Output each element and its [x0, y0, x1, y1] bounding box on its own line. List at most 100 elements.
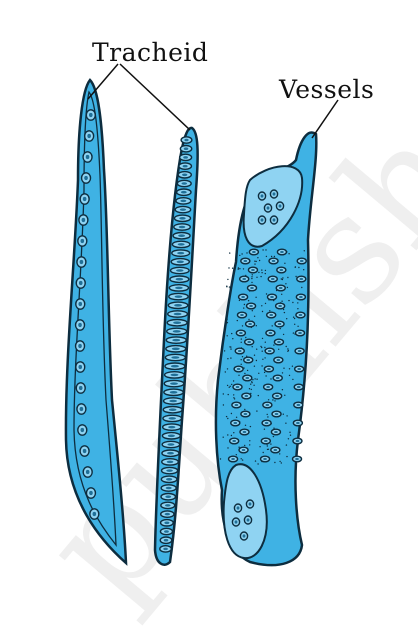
- speckle: [255, 359, 258, 362]
- speckle: [286, 415, 288, 417]
- speckle: [226, 318, 228, 320]
- speckle: [286, 318, 288, 320]
- bordered-pit-aperture: [251, 268, 255, 272]
- bordered-pit-aperture: [297, 349, 302, 353]
- speckle: [261, 272, 263, 274]
- scalariform-pit-aperture: [178, 225, 186, 229]
- scalariform-pit-aperture: [166, 478, 173, 481]
- speckle: [258, 271, 260, 274]
- bordered-pit-aperture: [240, 313, 244, 317]
- speckle: [232, 338, 234, 340]
- speckle: [222, 393, 224, 395]
- scalariform-pit-aperture: [165, 504, 171, 507]
- speckle: [226, 335, 228, 337]
- speckle: [227, 417, 229, 420]
- speckle: [262, 249, 264, 251]
- scalariform-pit-aperture: [168, 425, 176, 429]
- bordered-pit-aperture: [269, 313, 274, 317]
- tracheid-pits-left: [74, 109, 100, 520]
- speckle: [284, 262, 286, 264]
- bordered-pit-aperture: [244, 394, 249, 398]
- bordered-pit-aperture: [265, 403, 270, 407]
- speckle: [253, 354, 256, 356]
- speckle: [264, 357, 266, 359]
- speckle: [295, 275, 297, 278]
- cells-svg: [64, 63, 339, 567]
- speckle: [240, 363, 242, 365]
- speckle: [287, 350, 289, 352]
- tracheid-leader-right: [119, 63, 191, 131]
- scalariform-pit-aperture: [178, 234, 185, 237]
- speckle: [279, 327, 281, 330]
- speckle: [293, 317, 296, 320]
- pit-aperture: [89, 112, 93, 118]
- speckle: [255, 260, 257, 263]
- speckle: [281, 300, 283, 302]
- scalariform-pit-aperture: [168, 417, 176, 420]
- speckle: [281, 372, 284, 374]
- scalariform-pit-aperture: [170, 364, 179, 368]
- bordered-pit-aperture: [278, 286, 283, 290]
- scalariform-pit-aperture: [168, 408, 177, 411]
- bordered-pit-aperture: [250, 286, 254, 290]
- speckle: [282, 308, 285, 311]
- speckle: [298, 266, 300, 269]
- bordered-pit-aperture: [239, 331, 243, 335]
- bordered-pit-aperture: [298, 313, 303, 317]
- speckle: [228, 386, 230, 388]
- speckle: [225, 415, 228, 418]
- scalariform-pit-aperture: [171, 356, 180, 359]
- speckle: [264, 346, 266, 349]
- speckle: [251, 277, 253, 280]
- speckle: [258, 372, 260, 374]
- speckle: [270, 255, 273, 258]
- bordered-pit-aperture: [248, 322, 252, 326]
- speckle: [285, 444, 288, 446]
- speckle: [267, 399, 270, 401]
- speckle: [230, 348, 232, 350]
- scalariform-pit-aperture: [175, 277, 184, 281]
- speckle: [264, 341, 266, 343]
- speckle: [229, 385, 231, 387]
- speckle: [292, 332, 295, 334]
- bordered-pit-aperture: [267, 367, 271, 371]
- speckle: [237, 267, 240, 269]
- bordered-pit-aperture: [296, 385, 301, 389]
- speckle: [264, 269, 267, 272]
- bordered-pit-aperture: [236, 367, 241, 371]
- scalariform-pit-aperture: [171, 347, 180, 351]
- speckle: [251, 281, 253, 284]
- speckle: [238, 299, 241, 302]
- scalariform-pit-aperture: [167, 434, 175, 438]
- bordered-pit-aperture: [263, 457, 267, 461]
- diagram-canvas: publisher Tracheid Vessels: [10, 0, 418, 632]
- speckle: [241, 356, 244, 358]
- scalariform-pit-aperture: [177, 243, 185, 246]
- speckle: [266, 445, 268, 447]
- speckle: [244, 444, 246, 447]
- pit-aperture: [92, 511, 97, 517]
- scalariform-pit-aperture: [172, 330, 181, 333]
- vessel-element: [214, 131, 318, 567]
- speckle: [241, 253, 243, 255]
- tracheid-cell-middle: [153, 126, 199, 566]
- speckle: [235, 454, 237, 456]
- speckle: [257, 394, 259, 397]
- pit-aperture: [81, 217, 86, 223]
- speckle: [251, 381, 253, 383]
- speckle: [274, 461, 276, 464]
- speckle: [222, 404, 225, 406]
- speckle: [261, 337, 264, 340]
- bordered-pit-aperture: [268, 331, 273, 335]
- speckle: [273, 255, 276, 258]
- speckle: [264, 272, 266, 275]
- bordered-pit-aperture: [278, 304, 282, 308]
- scalariform-pit-aperture: [176, 269, 184, 272]
- speckle: [280, 462, 282, 464]
- scalariform-pit-aperture: [183, 147, 189, 150]
- scalariform-pit-aperture: [170, 382, 178, 385]
- scalariform-pit-aperture: [180, 199, 187, 203]
- speckle: [237, 268, 239, 270]
- speckle: [260, 275, 262, 278]
- scalariform-pit-aperture: [163, 538, 169, 542]
